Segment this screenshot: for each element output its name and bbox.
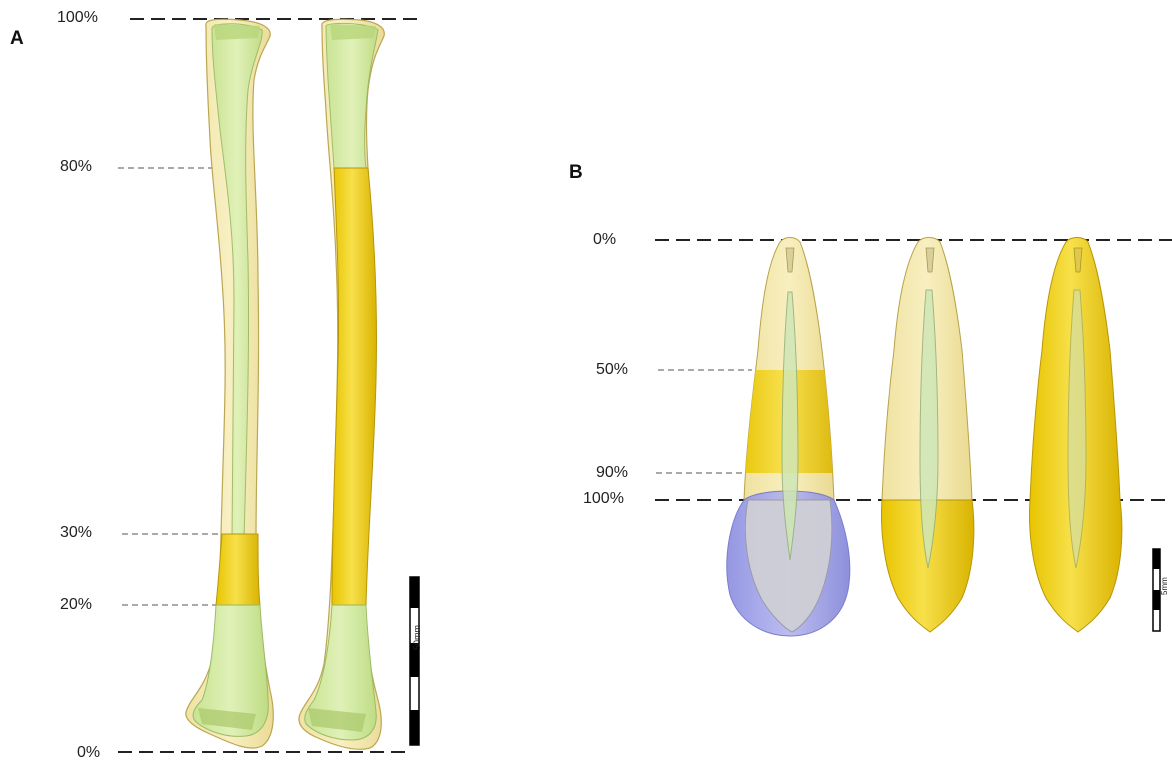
panel-b-letter: B: [569, 162, 583, 184]
bone-right-roi-20-80: [332, 168, 377, 605]
scale-bar-a-label: 50mm: [412, 625, 422, 650]
level-label-a-20: 20%: [60, 596, 92, 614]
scale-bar-b: [1153, 549, 1160, 631]
scale-bar-a: [410, 577, 419, 745]
level-label-a-30: 30%: [60, 524, 92, 542]
panel-a: [118, 19, 419, 752]
bone-left: [186, 19, 273, 748]
tooth-3: [1030, 238, 1122, 633]
panel-b: [655, 238, 1172, 637]
level-label-b-100: 100%: [583, 490, 624, 508]
level-label-b-50: 50%: [596, 361, 628, 379]
bone-left-roi-20-30: [216, 534, 260, 605]
level-label-a-bottom: 0%: [77, 744, 100, 762]
bone-right-top-green: [326, 23, 378, 168]
level-label-b-90: 90%: [596, 464, 628, 482]
panel-a-letter: A: [10, 28, 24, 50]
level-label-a-80: 80%: [60, 158, 92, 176]
level-label-b-top: 0%: [593, 231, 616, 249]
scale-bar-b-label: 5mm: [1160, 577, 1169, 595]
level-label-a-top: 100%: [57, 9, 98, 27]
bone-right: [299, 19, 384, 749]
tooth-2: [882, 238, 974, 633]
tooth-1: [727, 238, 850, 637]
